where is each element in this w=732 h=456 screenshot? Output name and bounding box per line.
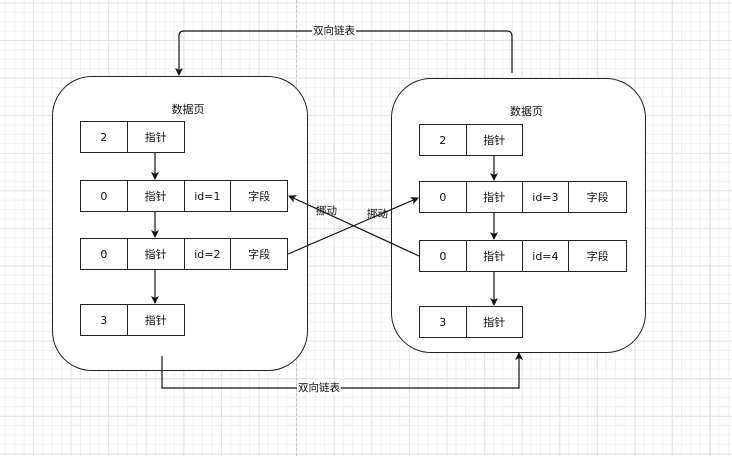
pointer-cell: 指针 [144,131,167,144]
top-link-label: 双向链表 [312,25,356,37]
id-cell: id=2 [185,239,232,269]
page-footer-record[interactable]: 3 指针 [419,306,523,338]
field-cell: 字段 [586,250,609,263]
page-header-record[interactable]: 2 指针 [80,121,185,153]
bottom-link-label: 双向链表 [297,382,341,394]
top-link-edge [175,30,513,76]
record-row[interactable]: 0 指针 id=1 字段 [80,180,288,212]
page-footer-record[interactable]: 3 指针 [80,304,185,336]
pointer-cell: 指针 [467,241,523,271]
field-cell: 字段 [248,248,271,261]
id-cell: id=4 [523,241,570,271]
flag-cell: 0 [420,241,467,271]
pointer-cell: 指针 [128,239,185,269]
field-cell: 字段 [586,191,609,204]
id-cell: id=1 [185,181,232,211]
record-row[interactable]: 0 指针 id=2 字段 [80,238,288,270]
pointer-cell: 指针 [467,182,523,212]
page-header-record[interactable]: 2 指针 [419,124,523,156]
pointer-cell: 指针 [483,134,506,147]
flag-cell: 0 [420,182,467,212]
move-label-right: 挪动 [367,208,388,220]
pointer-cell: 指针 [483,316,506,329]
page-title: 数据页 [171,103,205,116]
slot-count-cell: 3 [81,305,128,335]
pointer-cell: 指针 [128,181,185,211]
move-label-left: 挪动 [316,205,337,217]
slot-count-cell: 2 [81,122,128,152]
record-row[interactable]: 0 指针 id=4 字段 [419,240,627,272]
flag-cell: 0 [81,239,128,269]
pointer-cell: 指针 [144,314,167,327]
slot-count-cell: 3 [420,307,467,337]
slot-count-cell: 2 [420,125,467,155]
page-title: 数据页 [510,105,543,118]
id-cell: id=3 [523,182,570,212]
flag-cell: 0 [81,181,128,211]
field-cell: 字段 [248,190,271,203]
record-row[interactable]: 0 指针 id=3 字段 [419,181,627,213]
